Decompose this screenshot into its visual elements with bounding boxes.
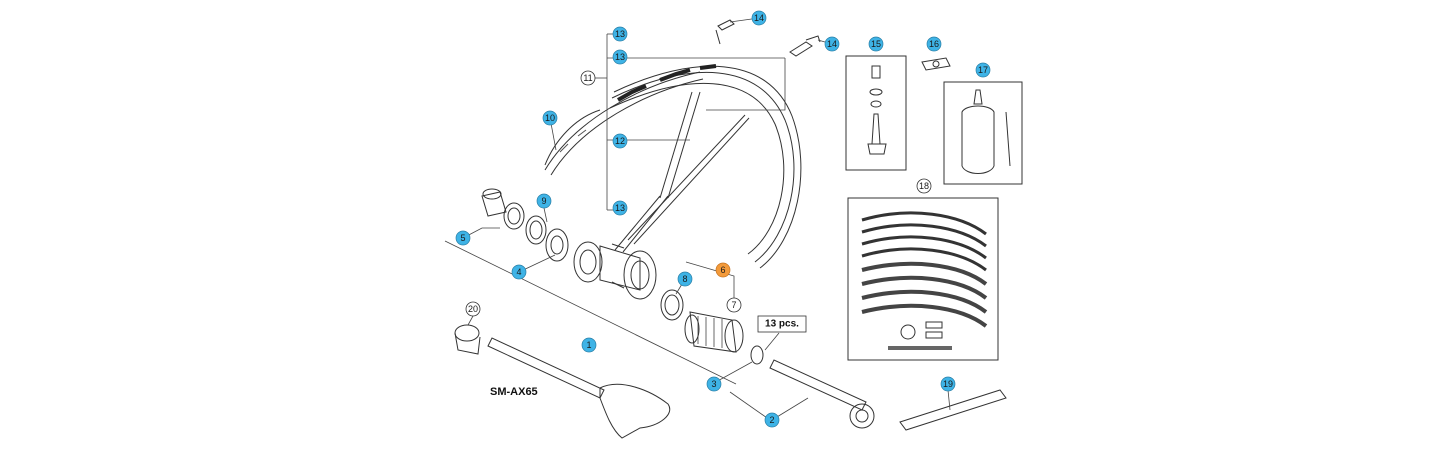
callout-13-bottom[interactable]: 13 [612, 200, 628, 216]
callout-11[interactable]: 11 [580, 70, 596, 86]
hub-small-parts [481, 188, 569, 262]
svg-text:15: 15 [871, 39, 881, 49]
callout-14-left[interactable]: 14 [751, 10, 767, 26]
thru-axle [750, 345, 875, 429]
svg-text:11: 11 [583, 73, 592, 83]
spokes [614, 91, 750, 253]
callout-18[interactable]: 18 [916, 178, 932, 194]
svg-text:12: 12 [615, 136, 625, 146]
callout-10[interactable]: 10 [542, 110, 558, 126]
callout-7[interactable]: 7 [726, 297, 742, 313]
decal-sheet [847, 197, 999, 361]
callout-3[interactable]: 3 [706, 376, 722, 392]
rim [544, 64, 802, 269]
svg-text:17: 17 [978, 65, 988, 75]
hub-body [573, 241, 657, 300]
callout-9[interactable]: 9 [536, 193, 552, 209]
callout-8[interactable]: 8 [677, 271, 693, 287]
leader-lines [444, 17, 951, 421]
callout-6[interactable]: 6 [715, 262, 731, 278]
svg-text:16: 16 [929, 39, 939, 49]
svg-text:13: 13 [615, 29, 625, 39]
svg-text:9: 9 [541, 196, 546, 206]
rim-tape [544, 71, 704, 176]
svg-text:2: 2 [769, 415, 774, 425]
callout-2[interactable]: 2 [764, 412, 780, 428]
svg-text:14: 14 [754, 13, 764, 23]
callout-19[interactable]: 19 [940, 376, 956, 392]
svg-text:14: 14 [827, 39, 837, 49]
model-label: SM-AX65 [490, 386, 538, 398]
callout-1[interactable]: 1 [581, 337, 597, 353]
callout-15[interactable]: 15 [868, 36, 884, 52]
svg-text:20: 20 [468, 304, 478, 314]
freehub-body [660, 289, 744, 353]
tape-strip [899, 389, 1007, 431]
callout-5[interactable]: 5 [455, 230, 471, 246]
svg-text:8: 8 [682, 274, 687, 284]
svg-text:10: 10 [545, 113, 555, 123]
callout-4[interactable]: 4 [511, 264, 527, 280]
spoke-nipples [715, 19, 821, 57]
svg-text:13: 13 [615, 52, 625, 62]
svg-text:3: 3 [711, 379, 716, 389]
callout-17[interactable]: 17 [975, 62, 991, 78]
svg-text:13: 13 [615, 203, 625, 213]
sealant-box [943, 81, 1023, 185]
callout-12[interactable]: 12 [612, 133, 628, 149]
svg-text:18: 18 [919, 181, 929, 191]
svg-text:7: 7 [731, 300, 736, 310]
callout-13-top[interactable]: 13 [612, 26, 628, 42]
callout-13-mid[interactable]: 13 [612, 49, 628, 65]
quick-release [454, 324, 671, 439]
callout-16[interactable]: 16 [926, 36, 942, 52]
quantity-note: 13 pcs. [757, 315, 807, 333]
svg-text:1: 1 [586, 340, 591, 350]
svg-text:5: 5 [460, 233, 465, 243]
valve-kit-box [845, 55, 907, 171]
part-16-adapter [921, 57, 951, 71]
svg-text:4: 4 [516, 267, 521, 277]
svg-text:19: 19 [943, 379, 953, 389]
svg-text:13 pcs.: 13 pcs. [765, 319, 799, 330]
callout-14-right[interactable]: 14 [824, 36, 840, 52]
svg-text:6: 6 [720, 265, 725, 275]
callout-20[interactable]: 20 [465, 301, 481, 317]
